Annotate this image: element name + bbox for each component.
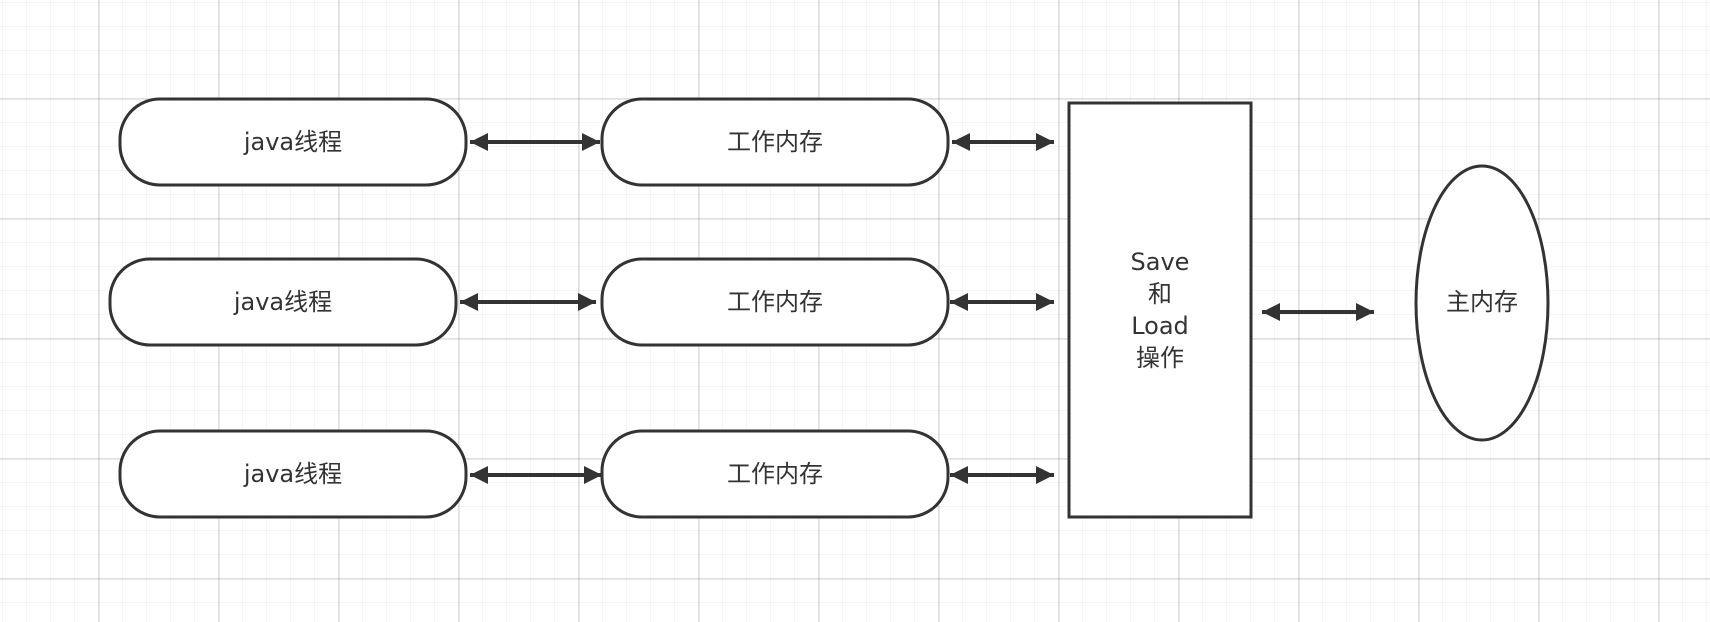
thread-label-3: java线程 [243, 460, 342, 488]
work-memory-label-2: 工作内存 [727, 288, 823, 316]
work-memory-label-1: 工作内存 [727, 128, 823, 156]
thread-label-2: java线程 [233, 288, 332, 316]
main-memory-label: 主内存 [1446, 288, 1518, 316]
save-load-block[interactable]: Save 和 Load 操作 [1067, 101, 1253, 519]
work-memory-node-1[interactable]: 工作内存 [600, 97, 950, 187]
save-load-line-4: 操作 [1136, 344, 1184, 372]
thread-node-3[interactable]: java线程 [118, 429, 468, 519]
thread-node-1[interactable]: java线程 [118, 97, 468, 187]
work-memory-label-3: 工作内存 [727, 460, 823, 488]
main-memory-node[interactable]: 主内存 [1414, 164, 1550, 442]
work-memory-node-3[interactable]: 工作内存 [600, 429, 950, 519]
thread-label-1: java线程 [243, 128, 342, 156]
save-load-line-3: Load [1131, 312, 1189, 340]
work-memory-node-2[interactable]: 工作内存 [600, 257, 950, 347]
thread-node-2[interactable]: java线程 [108, 257, 458, 347]
save-load-line-1: Save [1131, 248, 1190, 276]
save-load-line-2: 和 [1148, 280, 1172, 308]
